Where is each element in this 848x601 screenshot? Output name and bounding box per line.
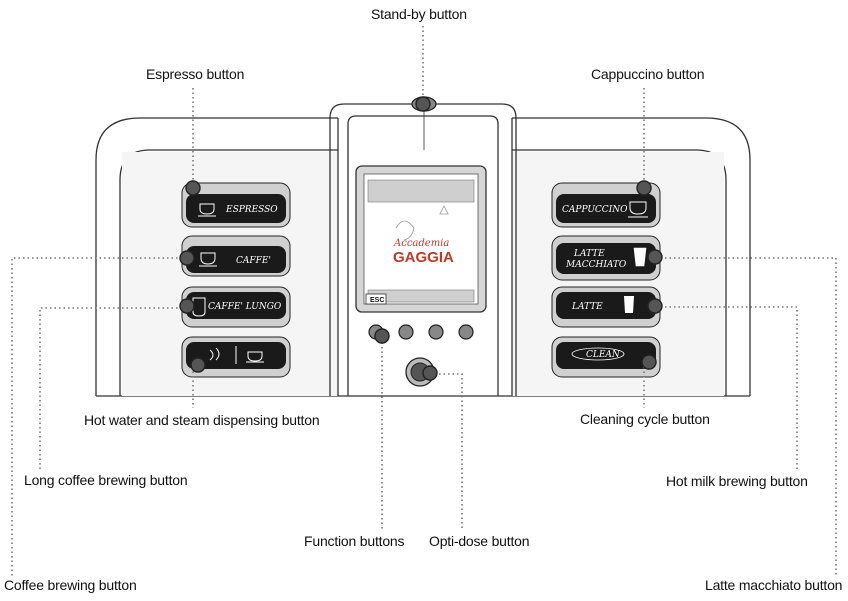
callout-dots bbox=[179, 96, 663, 381]
latte-button[interactable]: LATTE bbox=[551, 286, 661, 328]
leader-lines bbox=[11, 26, 837, 576]
function-button-4[interactable] bbox=[458, 324, 474, 340]
callout-dot-long-coffee bbox=[179, 298, 195, 314]
callout-dot-espresso bbox=[185, 180, 201, 196]
label-hot-water: Hot water and steam dispensing button bbox=[84, 412, 320, 428]
clean-button-label: CLEAN bbox=[586, 350, 621, 360]
label-opti-dose: Opti-dose button bbox=[429, 533, 530, 549]
function-button-2[interactable] bbox=[398, 324, 414, 340]
cappuccino-cup-icon bbox=[628, 201, 648, 218]
espresso-button[interactable]: ESPRESSO bbox=[181, 182, 291, 228]
callout-dot-cappuccino bbox=[636, 180, 652, 196]
label-function: Function buttons bbox=[304, 533, 405, 549]
caffe-button-label: CAFFE' bbox=[236, 256, 271, 266]
latte-macchiato-label-line1: LATTE bbox=[573, 249, 605, 259]
latte-macchiato-button[interactable]: LATTE MACCHIATO bbox=[551, 235, 661, 281]
latte-button-label: LATTE bbox=[571, 302, 603, 312]
display-screen: ESC Accademia GAGGIA bbox=[355, 165, 487, 313]
callout-dot-opti-dose bbox=[422, 365, 438, 381]
label-coffee: Coffee brewing button bbox=[4, 577, 137, 593]
latte-glass-icon bbox=[633, 247, 647, 267]
callout-dot-hot-milk bbox=[647, 298, 663, 314]
espresso-button-label: ESPRESSO bbox=[225, 205, 278, 215]
function-button-3[interactable] bbox=[428, 324, 444, 340]
steam-icon bbox=[209, 347, 220, 361]
cappuccino-button-label: CAPPUCCINO bbox=[562, 205, 628, 215]
milk-glass-icon bbox=[624, 296, 634, 313]
callout-dot-function bbox=[374, 328, 390, 344]
label-espresso: Espresso button bbox=[146, 66, 245, 82]
tall-cup-icon bbox=[192, 297, 206, 317]
callout-dot-standby bbox=[415, 96, 431, 112]
label-long-coffee: Long coffee brewing button bbox=[24, 472, 188, 488]
latte-macchiato-label-line2: MACCHIATO bbox=[565, 260, 627, 270]
label-latte-macchiato: Latte macchiato button bbox=[705, 577, 843, 593]
label-standby: Stand-by button bbox=[371, 6, 467, 22]
callout-dot-coffee bbox=[179, 250, 195, 266]
callout-dot-hot-water bbox=[190, 357, 206, 373]
hot-water-cup-icon bbox=[246, 351, 264, 363]
label-cappuccino: Cappuccino button bbox=[591, 66, 705, 82]
caffe-lungo-button[interactable]: CAFFE' LUNGO bbox=[181, 286, 291, 328]
caffe-button[interactable]: CAFFE' bbox=[181, 235, 291, 277]
clean-button[interactable]: CLEAN bbox=[551, 336, 661, 378]
espresso-cup-icon bbox=[198, 203, 216, 217]
callout-dot-cleaning bbox=[641, 354, 657, 370]
label-cleaning: Cleaning cycle button bbox=[580, 411, 710, 427]
logo-line2: GAGGIA bbox=[393, 249, 454, 266]
callout-dot-latte-macchiato bbox=[647, 249, 663, 265]
caffe-lungo-button-label: CAFFE' LUNGO bbox=[208, 302, 282, 312]
coffee-cup-icon bbox=[199, 252, 217, 267]
logo-line1: Accademia bbox=[393, 238, 449, 249]
label-hot-milk: Hot milk brewing button bbox=[666, 473, 808, 489]
hot-water-steam-button[interactable] bbox=[181, 336, 291, 378]
esc-key-label: ESC bbox=[370, 297, 384, 304]
cappuccino-button[interactable]: CAPPUCCINO bbox=[551, 182, 661, 228]
